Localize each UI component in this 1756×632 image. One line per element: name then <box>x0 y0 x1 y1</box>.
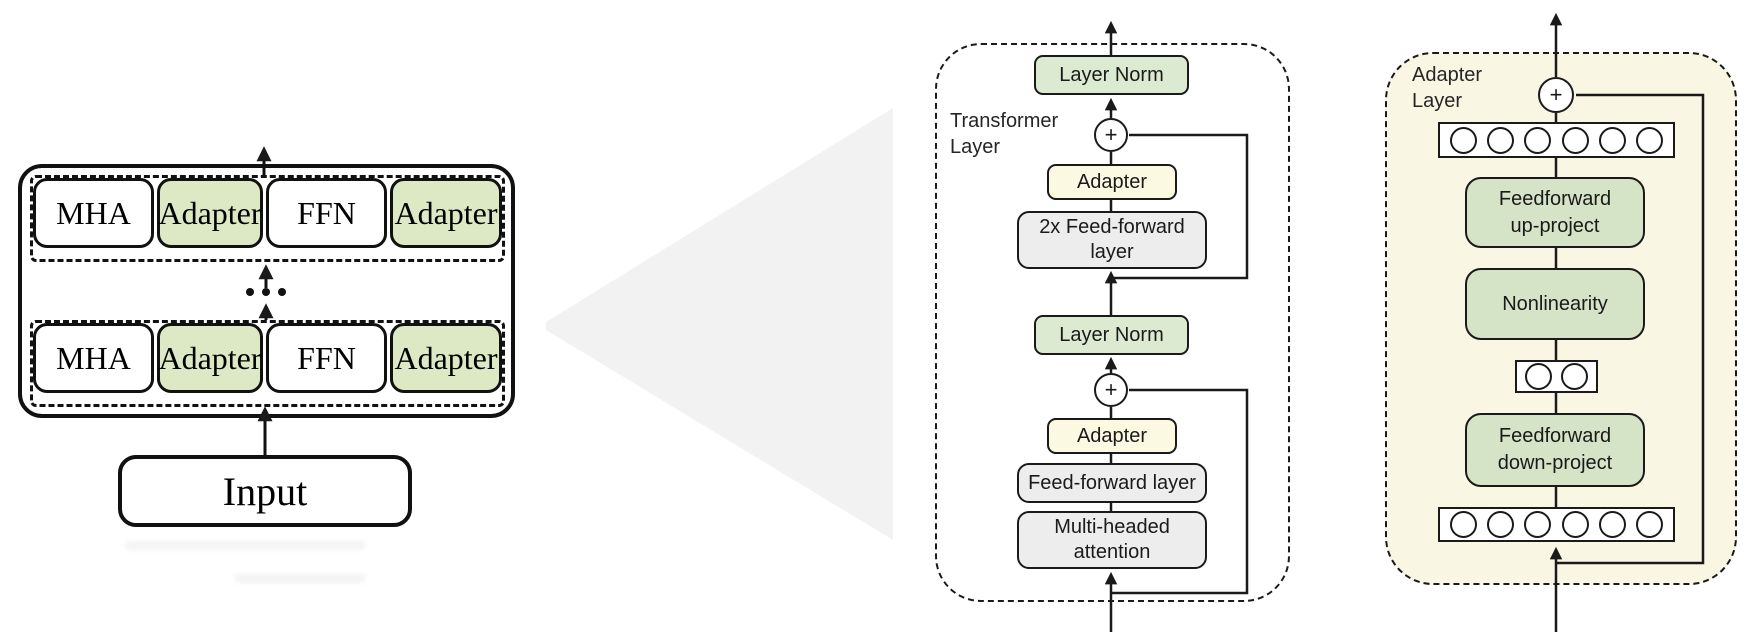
transformer-layer-title-line2: Layer <box>950 136 1001 158</box>
adapter-block: Adapter <box>157 178 263 248</box>
input-block: Input <box>118 455 412 527</box>
feature-circle <box>1524 126 1552 154</box>
feature-circle <box>1560 363 1588 390</box>
top-feature-vector <box>1438 122 1675 158</box>
bottom-feature-vector <box>1438 507 1675 542</box>
feature-circle <box>1524 511 1552 538</box>
feature-circle <box>1598 511 1626 538</box>
adapter-block: Adapter <box>390 178 502 248</box>
feature-circle <box>1450 511 1478 538</box>
adapter-bottom-label: Adapter <box>1076 424 1148 447</box>
ff2x-block: 2x Feed-forward layer <box>1017 211 1207 269</box>
ffn-block-label: FFN <box>297 339 356 376</box>
adapter-block: Adapter <box>390 323 502 393</box>
layer-norm-bottom-block: Layer Norm <box>1034 315 1189 355</box>
feedforward-down-project-block: Feedforward down-project <box>1465 413 1645 487</box>
ffn-block: FFN <box>266 178 387 248</box>
nonlinearity-label: Nonlinearity <box>1502 292 1608 315</box>
al-add-node: + <box>1538 77 1574 113</box>
bottleneck-vector <box>1515 360 1598 393</box>
mha-label-line1: Multi-headed <box>1054 516 1170 538</box>
feature-circle <box>1561 126 1589 154</box>
ffn-block: FFN <box>266 323 387 393</box>
nonlinearity-block: Nonlinearity <box>1465 268 1645 340</box>
feature-circle <box>1487 511 1515 538</box>
feature-circle <box>1598 126 1626 154</box>
adapter-layer-panel-title: Adapter Layer <box>1412 62 1482 114</box>
adapter-bottom-block: Adapter <box>1047 418 1177 454</box>
input-block-label: Input <box>222 468 308 514</box>
zoom-wedge-triangle <box>546 108 893 540</box>
al-skip-connection <box>1556 93 1705 565</box>
faded-artifact <box>235 574 365 583</box>
down-project-label-line2: down-project <box>1497 452 1613 474</box>
tl-skip-connection-bottom <box>1111 388 1249 595</box>
transformer-row-bottom: MHA Adapter FFN Adapter <box>30 320 505 407</box>
plus-sign: + <box>1549 82 1563 107</box>
feature-circle <box>1487 126 1515 154</box>
transformer-layer-title-line1: Transformer <box>950 110 1059 132</box>
feature-circle <box>1561 511 1589 538</box>
tl-skip-connection-top <box>1111 133 1249 280</box>
transformer-row-top: MHA Adapter FFN Adapter <box>30 175 505 262</box>
feature-circle <box>1525 363 1553 390</box>
adapter-block-label: Adapter <box>158 194 262 231</box>
ff2x-label-line2: layer <box>1090 241 1134 263</box>
mha-block: MHA <box>33 323 154 393</box>
adapter-block-label: Adapter <box>158 339 262 376</box>
feed-forward-label: Feed-forward layer <box>1028 471 1196 494</box>
ffn-block-label: FFN <box>297 194 356 231</box>
down-project-label-line1: Feedforward <box>1498 425 1612 447</box>
adapter-top-label: Adapter <box>1076 170 1148 193</box>
plus-sign: + <box>1104 122 1118 147</box>
feedforward-up-project-block: Feedforward up-project <box>1465 177 1645 248</box>
mha-block-label: MHA <box>56 339 131 376</box>
multi-headed-attention-block: Multi-headed attention <box>1017 511 1207 569</box>
feature-circle <box>1450 126 1478 154</box>
adapter-layer-title-line2: Layer <box>1412 90 1463 112</box>
up-project-label-line1: Feedforward <box>1498 187 1612 210</box>
overview-ellipsis-dots <box>246 288 286 296</box>
layer-norm-bottom-label: Layer Norm <box>1059 323 1164 346</box>
mha-block: MHA <box>33 178 154 248</box>
adapter-top-block: Adapter <box>1047 164 1177 200</box>
transformer-layer-panel <box>935 43 1290 602</box>
ff2x-label-line1: 2x Feed-forward <box>1039 216 1185 238</box>
adapter-block-label: Adapter <box>394 339 498 376</box>
feature-circle <box>1635 511 1663 538</box>
adapter-block-label: Adapter <box>394 194 498 231</box>
adapter-layer-title-line1: Adapter <box>1412 64 1483 86</box>
layer-norm-top-label: Layer Norm <box>1059 63 1164 86</box>
adapter-block: Adapter <box>157 323 263 393</box>
plus-sign: + <box>1104 377 1118 402</box>
mha-block-label: MHA <box>56 194 131 231</box>
layer-norm-top-block: Layer Norm <box>1034 55 1189 95</box>
mha-label-line2: attention <box>1073 541 1151 563</box>
feature-circle <box>1635 126 1663 154</box>
faded-artifact <box>125 541 365 550</box>
feed-forward-block: Feed-forward layer <box>1017 463 1207 503</box>
transformer-layer-panel-title: Transformer Layer <box>950 108 1058 160</box>
tl-add-node-bottom: + <box>1094 373 1128 407</box>
tl-add-node-top: + <box>1094 118 1128 152</box>
up-project-label-line2: up-project <box>1510 214 1600 237</box>
